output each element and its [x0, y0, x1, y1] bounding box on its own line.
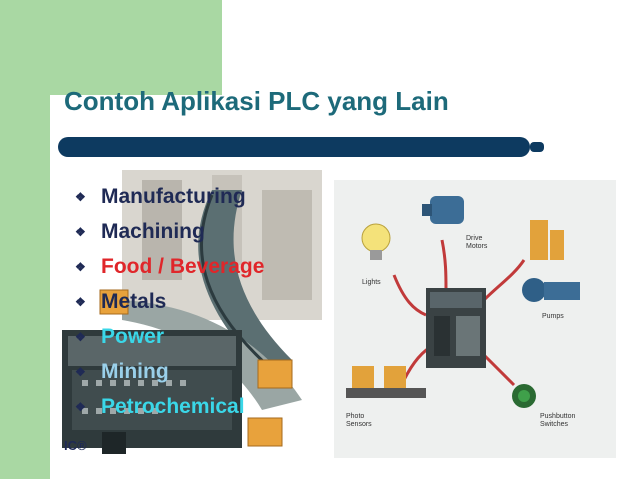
diamond-bullet-icon: ❖: [75, 260, 86, 274]
list-item-label: Petrochemical: [101, 395, 245, 418]
diamond-bullet-icon: ❖: [75, 295, 86, 309]
list-item: ❖ Power: [75, 322, 264, 357]
list-item-label: Power: [101, 325, 165, 348]
title-underline-bar: [58, 137, 530, 157]
diagram-label-photo: Photo: [346, 413, 364, 420]
list-item-label: Food / Beverage: [101, 255, 265, 278]
diagram-label-pumps: Pumps: [542, 313, 564, 320]
slide-title: Contoh Aplikasi PLC yang Lain: [64, 86, 449, 116]
diagram-label-switches: Switches: [540, 421, 569, 428]
plc-io-diagram: Lights Drive Motors Pumps Photo Sensors …: [334, 180, 616, 458]
application-list: ❖ Manufacturing ❖ Machining ❖ Food / Bev…: [75, 182, 264, 427]
diamond-bullet-icon: ❖: [75, 330, 86, 344]
diamond-bullet-icon: ❖: [75, 400, 86, 414]
list-item: ❖ Petrochemical: [75, 392, 264, 427]
diamond-bullet-icon: ❖: [75, 225, 86, 239]
diagram-label-pushbutton: Pushbutton: [540, 413, 576, 420]
diamond-bullet-icon: ❖: [75, 190, 86, 204]
diagram-label-motors: Motors: [466, 243, 488, 250]
corner-label: IC®: [64, 438, 87, 453]
list-item-label: Metals: [101, 290, 167, 313]
list-item: ❖ Metals: [75, 287, 264, 322]
list-item-label: Manufacturing: [101, 185, 246, 208]
diagram-label-lights: Lights: [362, 279, 381, 286]
diagram-label-drive: Drive: [466, 235, 482, 242]
title-underline-cap: [530, 142, 544, 152]
decorative-green-strip: [0, 0, 50, 479]
conveyor-plc-illustration: [62, 170, 322, 470]
list-item: ❖ Mining: [75, 357, 264, 392]
diamond-bullet-icon: ❖: [75, 365, 86, 379]
diagram-label-sensors: Sensors: [346, 421, 372, 428]
list-item: ❖ Manufacturing: [75, 182, 264, 217]
list-item-label: Mining: [101, 360, 169, 383]
list-item-label: Machining: [101, 220, 205, 243]
list-item: ❖ Machining: [75, 217, 264, 252]
list-item: ❖ Food / Beverage: [75, 252, 264, 287]
